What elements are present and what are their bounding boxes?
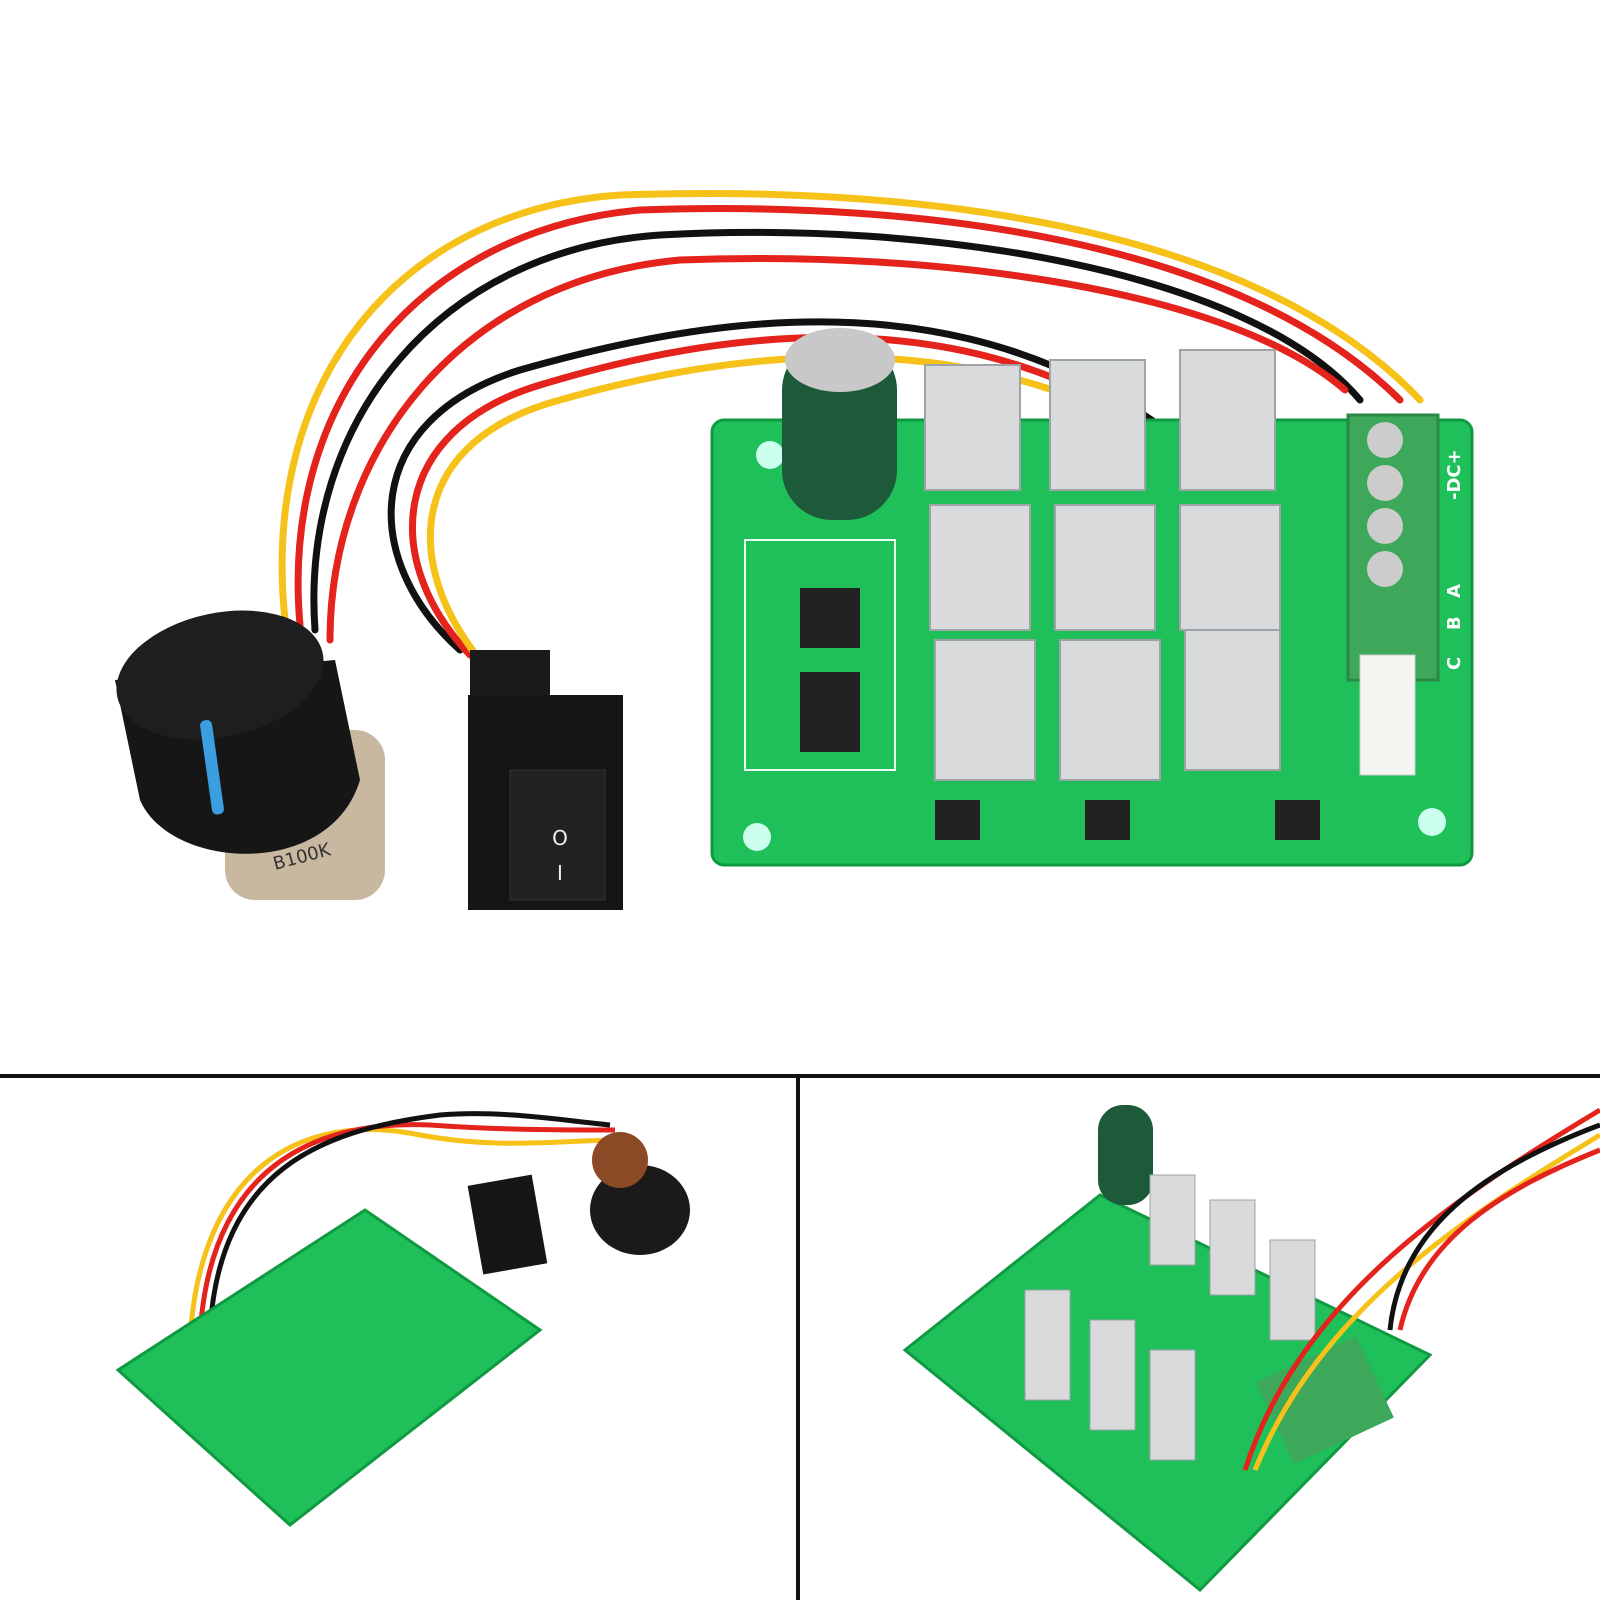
switch-off-mark: O <box>552 826 568 850</box>
terminal-label-b: B <box>1444 616 1465 630</box>
electrolytic-capacitor <box>782 328 897 520</box>
smd-components <box>744 539 1320 840</box>
knob-indicator <box>200 720 224 815</box>
angled-view <box>902 1105 1600 1593</box>
rocker-switch: O I <box>468 650 623 910</box>
terminal-label-dc: -DC+ <box>1444 449 1465 500</box>
rocker-switch-back <box>467 1174 548 1275</box>
pot-back <box>592 1132 648 1188</box>
heatsinks <box>924 349 1281 781</box>
back-view <box>115 1111 690 1527</box>
screw-terminal-block <box>1346 413 1440 682</box>
wire-harness-pot <box>278 189 1424 644</box>
terminal-label-c: C <box>1444 657 1465 670</box>
pcb-back <box>115 1208 543 1527</box>
main-view: -DC+ A B C O I B100K <box>115 189 1474 910</box>
jst-connector <box>1359 654 1416 776</box>
mount-hole <box>1418 808 1446 836</box>
potentiometer: B100K <box>115 610 385 900</box>
terminal-angled <box>1256 1335 1394 1465</box>
heatsinks-angled <box>1024 1174 1316 1461</box>
switch-on-mark: I <box>557 861 563 885</box>
capacitor-angled <box>1098 1105 1153 1205</box>
terminal-label-a: A <box>1444 584 1465 598</box>
mount-hole <box>743 823 771 851</box>
mount-hole <box>756 441 784 469</box>
